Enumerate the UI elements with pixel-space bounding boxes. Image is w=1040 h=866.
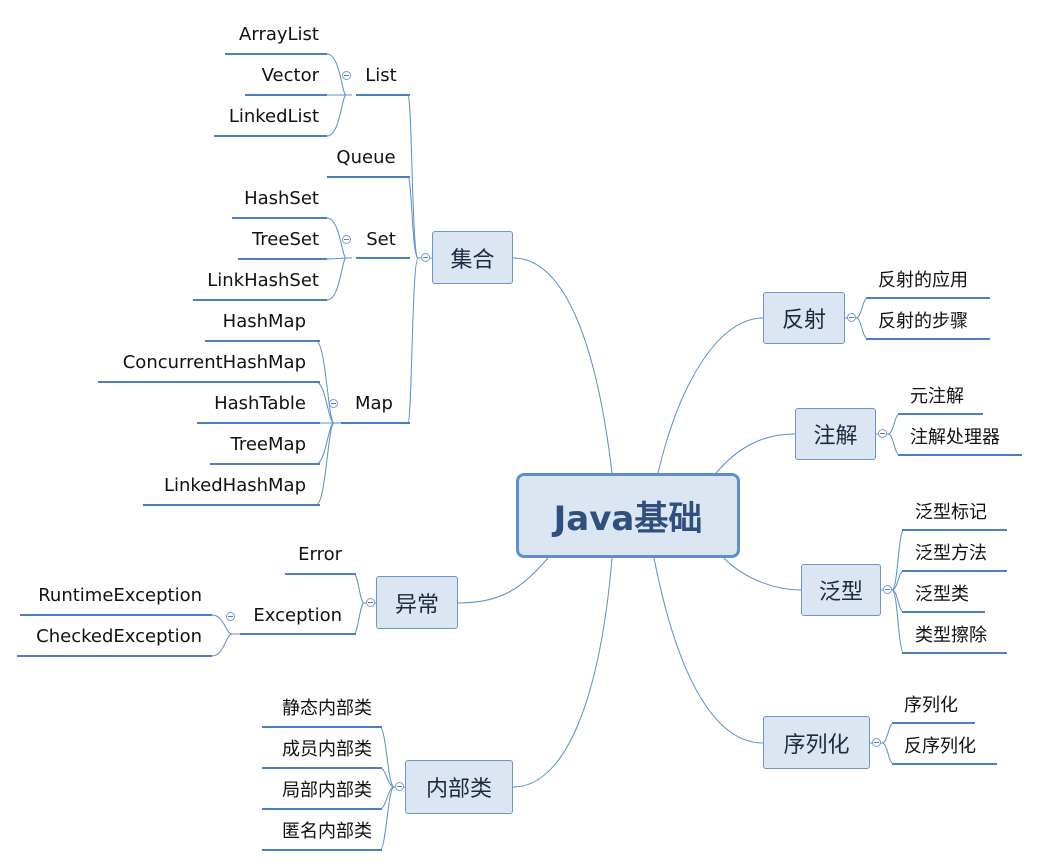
subtopic-exception[interactable]: Exception [253,604,342,626]
list-item[interactable]: ArrayList [239,23,319,45]
list-item[interactable]: 类型擦除 [915,625,987,646]
topic-inner-class[interactable]: 内部类 [405,760,513,814]
list-item[interactable]: 反序列化 [904,736,976,757]
collapse-toggle-icon[interactable] [342,235,351,244]
collapse-toggle-icon[interactable] [395,782,404,791]
list-item[interactable]: 泛型方法 [915,543,987,564]
list-item[interactable]: 匿名内部类 [282,821,372,842]
collapse-toggle-icon[interactable] [366,598,375,607]
collapse-toggle-icon[interactable] [342,71,351,80]
list-item[interactable]: 泛型标记 [915,502,987,523]
subtopic-queue[interactable]: Queue [336,146,396,168]
list-item[interactable]: 序列化 [904,695,958,716]
list-item[interactable]: ConcurrentHashMap [122,351,306,373]
list-item[interactable]: CheckedException [36,625,202,647]
list-item[interactable]: TreeSet [251,228,319,250]
topic-exception[interactable]: 异常 [376,576,458,629]
collapse-toggle-icon[interactable] [329,399,338,408]
list-item[interactable]: LinkHashSet [207,269,319,291]
subtopic-error[interactable]: Error [298,543,342,565]
list-item[interactable]: HashTable [214,392,306,414]
subtopic-map[interactable]: Map [355,392,393,414]
subtopic-set[interactable]: Set [366,228,396,250]
list-item[interactable]: LinkedHashMap [163,474,306,496]
list-item[interactable]: 注解处理器 [910,427,1000,448]
topic-annotation[interactable]: 注解 [795,408,876,460]
list-item[interactable]: 元注解 [910,386,964,407]
collapse-toggle-icon[interactable] [878,429,887,438]
collapse-toggle-icon[interactable] [226,612,235,621]
topic-serialization[interactable]: 序列化 [763,716,870,769]
list-item[interactable]: 泛型类 [915,584,969,605]
list-item[interactable]: TreeMap [230,433,307,455]
topic-reflection[interactable]: 反射 [763,292,845,344]
topic-collection[interactable]: 集合 [432,231,513,284]
root-topic[interactable]: Java基础 [516,473,740,558]
collapse-toggle-icon[interactable] [883,585,892,594]
list-item[interactable]: 成员内部类 [282,739,372,760]
subtopic-list[interactable]: List [365,64,397,86]
list-item[interactable]: 反射的步骤 [878,311,968,332]
list-item[interactable]: HashMap [222,310,306,332]
list-item[interactable]: 局部内部类 [282,780,372,801]
list-item[interactable]: Vector [261,64,319,86]
list-item[interactable]: 反射的应用 [878,270,968,291]
collapse-toggle-icon[interactable] [872,738,881,747]
collapse-toggle-icon[interactable] [847,313,856,322]
topic-generics[interactable]: 泛型 [801,564,881,616]
list-item[interactable]: 静态内部类 [282,698,372,719]
list-item[interactable]: RuntimeException [38,584,202,606]
list-item[interactable]: LinkedList [228,105,319,127]
collapse-toggle-icon[interactable] [421,253,430,262]
list-item[interactable]: HashSet [244,187,319,209]
